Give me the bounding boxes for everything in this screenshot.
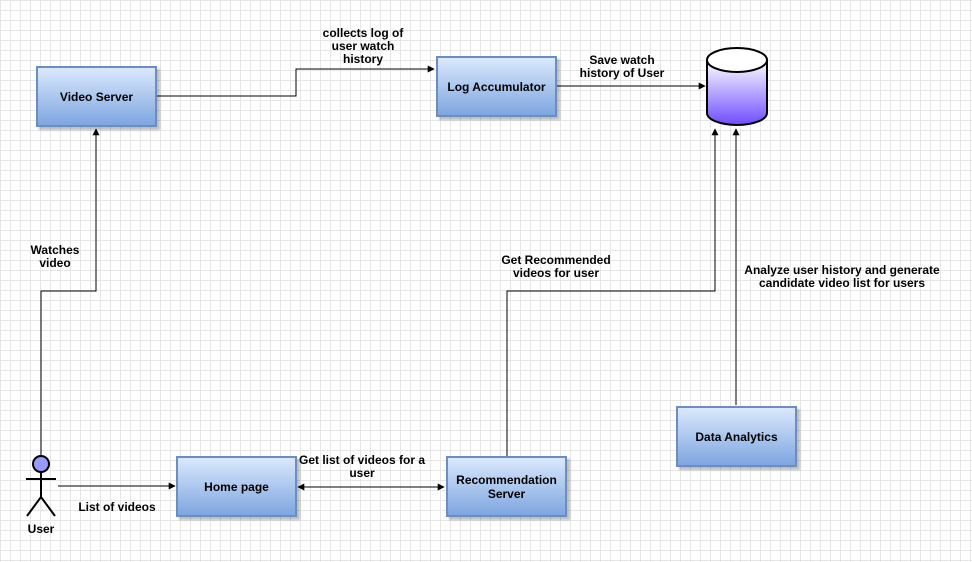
log-accumulator-node[interactable]: Log Accumulator [436,56,557,117]
collects-log-label: collects log of user watch history [322,26,404,66]
get-list-label: Get list of videos for a user [298,453,426,480]
edge-recommendation-server-to-database [506,128,719,456]
data-analytics-node[interactable]: Data Analytics [676,406,797,467]
user-label: User [27,522,55,536]
user-actor-icon[interactable] [26,455,56,517]
video-server-node[interactable]: Video Server [36,66,157,127]
database-icon[interactable] [706,47,768,126]
home-page-node[interactable]: Home page [176,456,297,517]
edge-user-to-video-server [40,128,100,457]
list-of-videos-label: List of videos [78,500,156,514]
save-watch-label: Save watch history of User [579,53,665,80]
edge-video-server-to-log-accumulator [157,65,435,97]
analyze-label: Analyze user history and generate candid… [744,263,940,290]
get-recommended-label: Get Recommended videos for user [501,253,611,280]
watches-video-label: Watches video [30,243,80,270]
recommendation-server-node[interactable]: Recommendation Server [446,456,567,517]
